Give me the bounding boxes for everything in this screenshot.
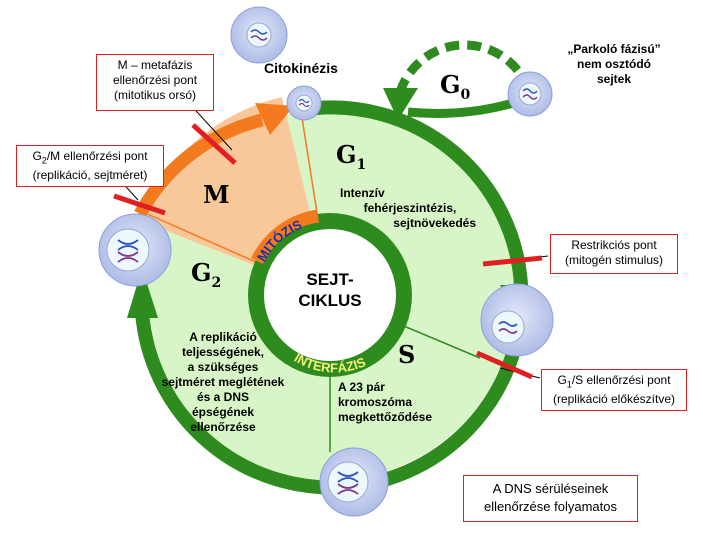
s-description: A 23 pár kromoszóma megkettőződése (338, 380, 432, 425)
g2m-main: G (32, 149, 42, 163)
checkpoint-box-g2m: G2/M ellenőrzési pont (replikáció, sejtm… (16, 145, 164, 187)
checkpoint-box-restriction: Restrikciós pont (mitogén stimulus) (550, 234, 678, 274)
g2-desc-line6: épségének (191, 405, 255, 419)
m-phase-label: M (203, 180, 230, 209)
cycle-arrow-head-g2 (127, 268, 158, 318)
center-title: SEJT- CIKLUS (270, 269, 390, 311)
g2m-rest: /M ellenőrzési pont (46, 149, 148, 163)
parking-line1: „Parkoló fázisú” (567, 42, 661, 56)
cytokinesis-label: Citokinézis (264, 60, 338, 76)
g1-main: G (336, 140, 357, 169)
m-box-line1: M – metafázis (117, 58, 193, 72)
g2m-box-line1: G2/M ellenőrzési pont (21, 149, 159, 168)
parking-line2: nem osztódó (577, 57, 651, 71)
g2-sub: 2 (211, 274, 222, 291)
cell-g2 (98, 213, 172, 287)
cell-s-bottom (319, 447, 389, 517)
checkpoint-box-dna: A DNS sérüléseinek ellenőrzése folyamato… (463, 475, 638, 522)
checkpoint-bar-g2m (113, 193, 166, 216)
g1-desc-line3: sejtnövekedés (393, 216, 476, 230)
restriction-line2: (mitogén stimulus) (564, 253, 664, 267)
g1-desc-line1: Intenzív (340, 186, 385, 200)
mitosis-ring-arc (251, 209, 320, 264)
g2-desc-line7: ellenőrzése (190, 420, 256, 434)
g1s-rest: /S ellenőrzési pont (571, 373, 671, 387)
g2m-box-line2: (replikáció, sejtméret) (32, 168, 148, 183)
checkpoint-bar-m (191, 123, 237, 165)
g2-description: A replikáció teljességének, a szükséges … (148, 330, 298, 435)
g2-desc-line5: és a DNS (196, 390, 250, 404)
parking-line3: sejtek (596, 72, 632, 86)
dna-line1: A DNS sérüléseinek (492, 481, 609, 496)
g1-desc-line2: fehérjeszintézis, (363, 201, 457, 215)
m-arrow-head (255, 103, 294, 135)
g1-description: Intenzív fehérjeszintézis, sejtnövekedés (330, 186, 490, 231)
cycle-arrow-green (135, 100, 529, 495)
g0-phase-label: G0 (440, 70, 470, 103)
g1-sub: 1 (356, 156, 367, 173)
g1s-sub: 1 (566, 379, 572, 390)
s-desc-line3: megkettőződése (338, 410, 433, 424)
center-line1: SEJT- (306, 270, 354, 289)
g2m-sub: 2 (41, 155, 47, 166)
center-ring-inner (264, 229, 396, 361)
s-phase-label: S (398, 340, 416, 369)
checkpoint-bar-g1s (476, 350, 533, 380)
g0-main: G (440, 70, 461, 99)
g1s-box-line1: G1/S ellenőrzési pont (546, 373, 682, 392)
m-box-line3: (mitotikus orsó) (113, 88, 196, 102)
g2-desc-line3: a szükséges (187, 360, 259, 374)
g0-arrow-head-down (383, 88, 418, 120)
checkpoint-bar-restriction (482, 255, 543, 267)
m-box-line2: ellenőrzési pont (112, 73, 198, 87)
g2-desc-line1: A replikáció (189, 330, 257, 344)
cell-g0 (507, 71, 553, 117)
g2-desc-line2: teljességének, (181, 345, 265, 359)
dna-line2: ellenőrzése folyamatos (484, 499, 617, 514)
g0-sub: 0 (460, 86, 471, 103)
g2-phase-label: G2 (191, 258, 221, 291)
checkpoint-box-g1s: G1/S ellenőrzési pont (replikáció előkés… (541, 369, 687, 411)
parking-cells-label: „Parkoló fázisú” nem osztódó sejtek (549, 42, 679, 87)
g0-entry-arrow (395, 40, 523, 94)
g1-phase-label: G1 (336, 140, 366, 173)
cell-restriction (480, 283, 554, 357)
g2-desc-line4: sejtméret meglétének (161, 375, 285, 389)
restriction-line1: Restrikciós pont (571, 238, 657, 252)
g1s-box-line2: (replikáció előkészítve) (552, 392, 676, 407)
s-desc-line2: kromoszóma (338, 395, 413, 409)
s-desc-line1: A 23 pár (338, 380, 385, 394)
checkpoint-box-m: M – metafázis ellenőrzési pont (mitotiku… (96, 54, 214, 111)
cell-cytokinesis-top (230, 6, 288, 64)
m-arrow-orange (134, 113, 264, 218)
center-line2: CIKLUS (298, 291, 362, 310)
g1s-main: G (557, 373, 567, 387)
cell-cytokinesis (286, 85, 322, 121)
g2-main: G (191, 258, 212, 287)
